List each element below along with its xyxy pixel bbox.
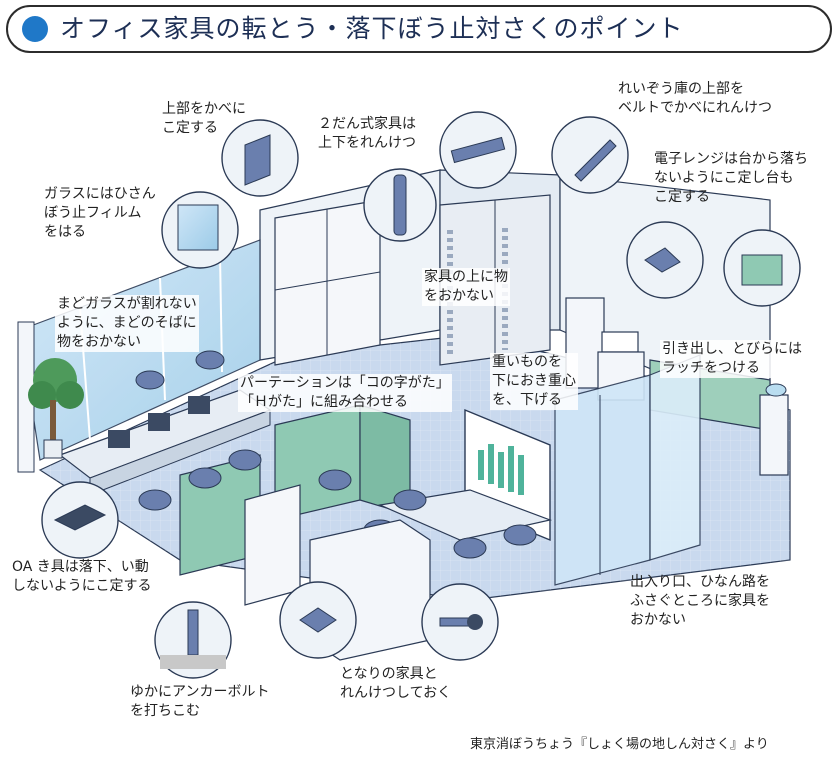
label-window: まどガラスが割れないように、まどのそばに物をおかない xyxy=(55,295,199,352)
label-wall-fix: 上部をかべにこ定する xyxy=(162,101,246,136)
callout-fridge-belt xyxy=(551,116,629,194)
bullet-icon xyxy=(22,16,48,42)
plant xyxy=(28,358,84,459)
callout-latch xyxy=(723,229,801,307)
anchor-bolt-icon xyxy=(187,609,199,656)
label-anchor: ゆかにアンカーボルトを打ちこむ xyxy=(130,684,270,719)
flat-bracket-icon xyxy=(450,136,506,164)
fridge-belt-icon xyxy=(574,139,617,182)
microwave-fix-icon xyxy=(644,247,681,273)
page-title: オフィス家具の転とう・落下ぼう止対さくのポイント xyxy=(60,14,684,43)
wall-bracket-icon xyxy=(244,134,271,186)
title-banner: オフィス家具の転とう・落下ぼう止対さくのポイント xyxy=(6,5,832,53)
connector-plate-icon xyxy=(393,174,407,236)
glass-film-icon xyxy=(177,204,219,251)
callout-bolt xyxy=(421,583,499,661)
label-drawer: 引き出し、とびらにはラッチをつける xyxy=(660,340,804,378)
source-credit: 東京消ぼうちょう『しょく場の地しん対さく』より xyxy=(470,737,769,752)
callout-anchor xyxy=(154,601,232,679)
callout-connector xyxy=(363,168,437,242)
office-scene xyxy=(17,111,801,679)
label-oa: OA き具は落下、い動しないようにこ定する xyxy=(12,559,152,594)
label-partition: パーテーションは「コの字がた」「Ｈがた」に組み合わせる xyxy=(238,374,452,412)
label-fridge: れいぞう庫の上部をベルトでかべにれんけつ xyxy=(618,81,772,116)
callout-flat-bracket xyxy=(439,111,517,189)
label-heavy: 重いものを下におき重心を、下げる xyxy=(490,353,578,410)
callout-wall-bracket xyxy=(221,119,299,197)
callout-oa xyxy=(41,481,119,559)
label-exit: 出入り口、ひなん路をふさぐところに家具をおかない xyxy=(630,574,770,628)
label-two-tier: ２だん式家具は上下をれんけつ xyxy=(318,116,416,151)
callout-glass-film xyxy=(161,191,239,269)
label-microwave: 電子レンジは台から落ちないようにこ定し台もこ定する xyxy=(654,151,808,205)
tall-cabinet-left xyxy=(274,199,381,366)
label-connect: となりの家具とれんけつしておく xyxy=(340,666,452,701)
oa-fix-icon xyxy=(53,504,107,531)
callout-cross-plate xyxy=(279,581,357,659)
shelf-latch-icon xyxy=(741,254,783,286)
cross-plate-icon xyxy=(299,607,337,633)
label-glass-film: ガラスにはひさんぼう止フィルムをはる xyxy=(44,186,156,240)
glass-door xyxy=(554,354,701,586)
label-on-top: 家具の上に物をおかない xyxy=(422,268,510,306)
callout-microwave xyxy=(626,221,704,299)
